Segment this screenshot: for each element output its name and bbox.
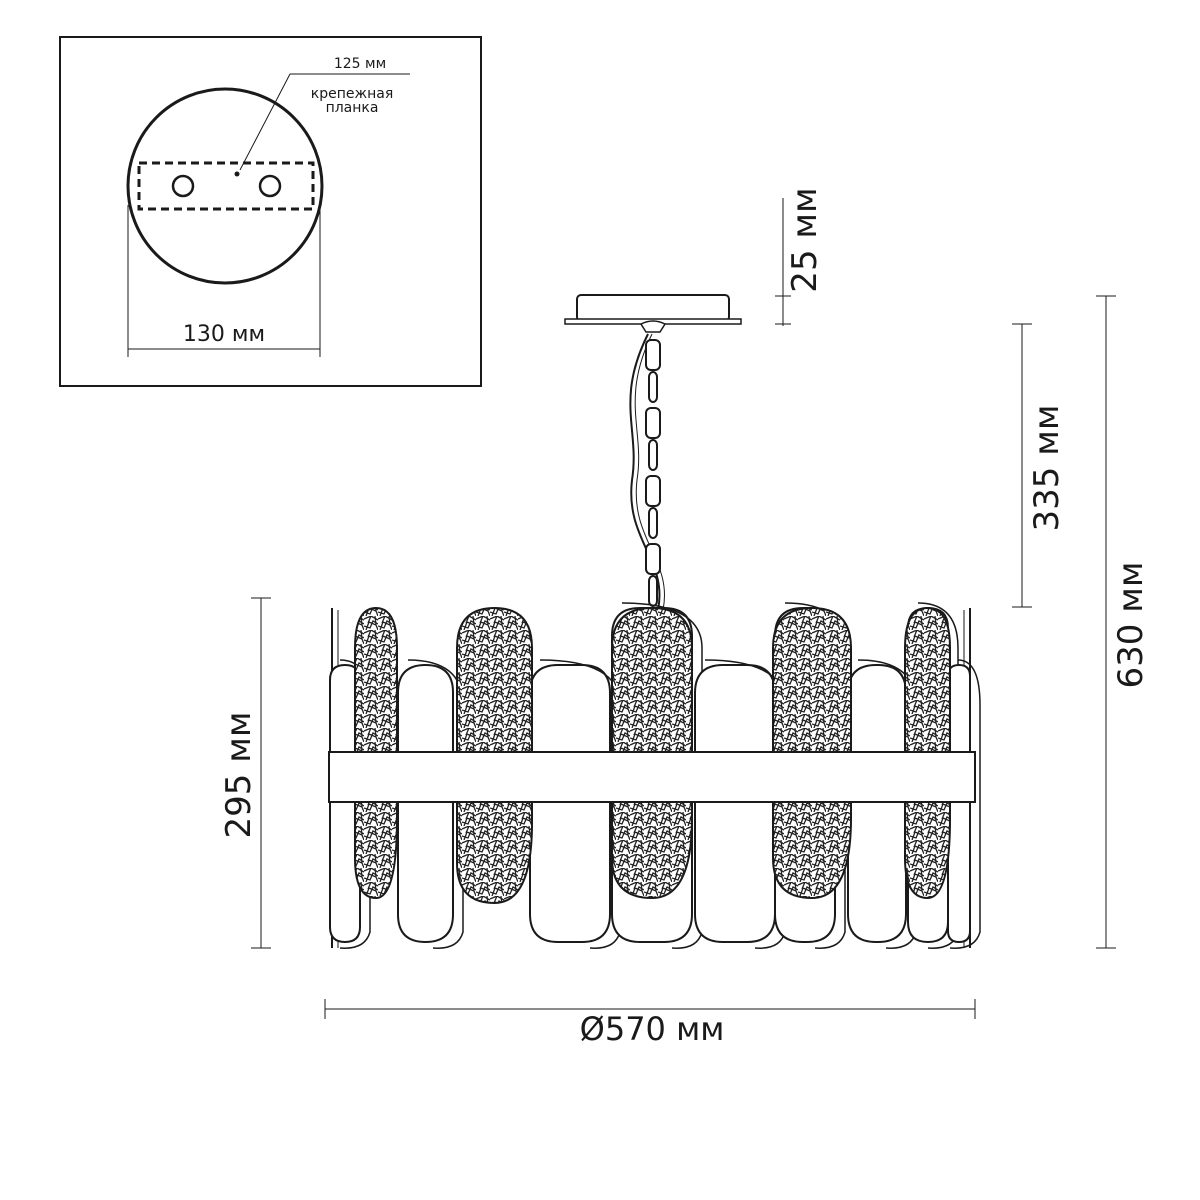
glass-panel <box>947 663 971 944</box>
glass-panel <box>397 663 454 944</box>
glass-panel <box>694 664 776 943</box>
total-height-label: 630 мм <box>1111 561 1151 688</box>
suspension-chain <box>629 333 665 611</box>
bracket-center-dot <box>234 171 240 177</box>
canopy-top-circle <box>126 87 324 285</box>
inset-frame <box>59 36 482 387</box>
canopy-height-label: 25 мм <box>785 187 825 292</box>
chain-link <box>648 371 658 403</box>
shade-height-label: 295 мм <box>219 711 259 838</box>
shade-ring-band <box>328 751 976 803</box>
dimension-shade-height: 295 мм <box>219 597 271 949</box>
canopy-body <box>576 294 730 322</box>
shade-diameter-label: Ø570 мм <box>580 1010 725 1048</box>
glass-panel-edge <box>621 602 703 949</box>
mounting-hole-left <box>171 174 195 198</box>
canopy-diameter-label: 130 мм <box>183 322 265 347</box>
chain-link <box>645 543 661 575</box>
chain-links <box>645 339 661 607</box>
chain-link <box>645 407 661 439</box>
canopy-hook <box>639 320 667 333</box>
bracket-leader <box>239 73 291 171</box>
mount-width-label: 125 мм <box>334 56 386 72</box>
canopy-top-view-inset: 125 мм крепежная планка 130 мм <box>59 36 482 387</box>
chain-link <box>645 475 661 507</box>
mounting-bracket <box>137 161 315 211</box>
bracket-label-line1: крепежная <box>311 86 394 102</box>
glass-panel-edge <box>917 602 959 949</box>
glass-panel <box>329 663 361 944</box>
mounting-hole-right <box>258 174 282 198</box>
chain-length-label: 335 мм <box>1027 404 1067 531</box>
chain-link <box>648 507 658 539</box>
dimension-shade-diameter: Ø570 мм <box>324 999 976 1048</box>
canopy-side-view <box>564 294 742 333</box>
glass-panel-edge <box>949 659 981 949</box>
chain-link <box>648 575 658 607</box>
chain-link <box>648 439 658 471</box>
shade-assembly <box>328 602 981 949</box>
chain-link <box>645 339 661 371</box>
dimension-total-height: 630 мм <box>1096 295 1151 949</box>
dimension-canopy-height: 25 мм <box>775 187 825 326</box>
dimension-chain-length: 335 мм <box>1012 323 1067 608</box>
glass-panel <box>529 664 611 943</box>
bracket-label-line2: планка <box>326 100 379 116</box>
glass-panel <box>847 664 907 943</box>
